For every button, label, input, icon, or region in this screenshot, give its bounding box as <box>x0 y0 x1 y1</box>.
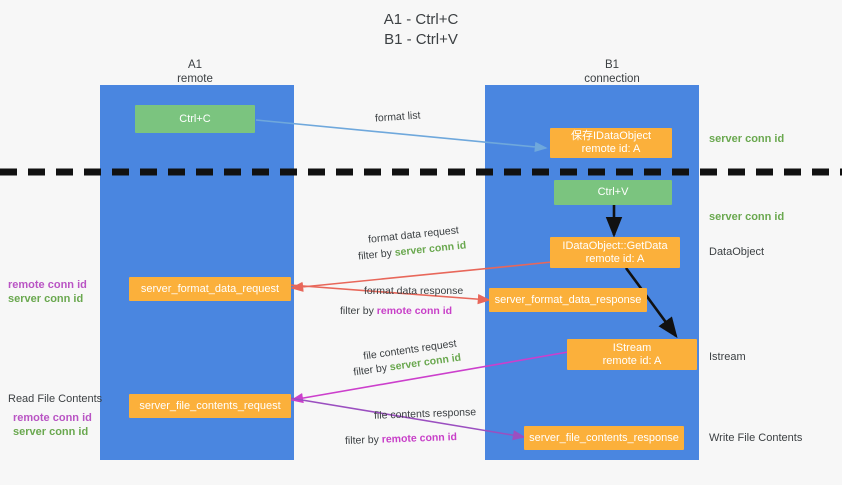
node-server-format-data-request[interactable]: server_format_data_request <box>129 277 291 301</box>
edge-label-file-contents-response: file contents response <box>373 406 477 422</box>
filter-prefix: filter by <box>340 305 377 317</box>
edge-label-file-contents-response-filter: filter by remote conn id <box>345 431 457 448</box>
node-getdata-line1: IDataObject::GetData <box>562 239 668 252</box>
column-header-a1-name: A1 <box>187 59 203 71</box>
node-istream[interactable]: IStream remote id: A <box>567 339 697 370</box>
node-idataobject-getdata[interactable]: IDataObject::GetData remote id: A <box>550 237 680 268</box>
node-server-file-contents-request[interactable]: server_file_contents_request <box>129 394 291 418</box>
edge-label-format-data-response: format data response <box>364 285 464 297</box>
node-server-format-data-response[interactable]: server_format_data_response <box>489 288 647 312</box>
node-server-file-contents-response[interactable]: server_file_contents_response <box>524 426 684 450</box>
node-server-file-contents-response-label: server_file_contents_response <box>529 431 679 444</box>
label-server-conn-id-top: server conn id <box>709 133 785 145</box>
filter-value-remote-conn-id: remote conn id <box>376 305 453 317</box>
column-header-b1-name: B1 <box>604 59 620 71</box>
label-server-conn-id-mid: server conn id <box>709 211 785 223</box>
filter-prefix: filter by <box>344 433 382 447</box>
node-getdata-line2: remote id: A <box>585 252 645 265</box>
node-server-file-contents-request-label: server_file_contents_request <box>139 399 281 412</box>
label-read-file-contents: Read File Contents <box>8 393 103 405</box>
node-ctrl-v-label: Ctrl+V <box>597 186 629 198</box>
node-ctrl-c-label: Ctrl+C <box>179 112 211 125</box>
label-conn-id-stack-2: remote conn id server conn id <box>13 411 92 439</box>
label-server-conn-id-2: server conn id <box>13 426 89 438</box>
node-ctrl-v[interactable]: Ctrl+V <box>554 180 672 205</box>
label-istream: Istream <box>709 351 746 363</box>
column-header-a1-sub: remote <box>177 73 213 85</box>
filter-value-remote-conn-id: remote conn id <box>381 431 458 446</box>
node-idataobject[interactable]: 保存IDataObject remote id: A <box>550 128 672 158</box>
filter-prefix: filter by <box>352 361 391 379</box>
edge-label-format-list: format list <box>374 109 421 125</box>
node-idataobject-line1: 保存IDataObject <box>570 130 652 142</box>
label-write-file-contents: Write File Contents <box>709 432 803 444</box>
node-istream-line1: IStream <box>612 341 652 354</box>
page-title: A1 - Ctrl+C B1 - Ctrl+V <box>383 11 459 48</box>
label-server-conn-id-1: server conn id <box>8 293 84 305</box>
filter-prefix: filter by <box>357 246 396 263</box>
node-server-format-data-response-label: server_format_data_response <box>494 293 642 306</box>
node-server-format-data-request-label: server_format_data_request <box>140 282 280 295</box>
label-dataobject: DataObject <box>709 246 765 258</box>
label-remote-conn-id-2: remote conn id <box>13 412 92 424</box>
node-istream-line2: remote id: A <box>602 354 662 367</box>
column-header-a1: A1 remote <box>115 58 275 86</box>
label-conn-id-stack-1: remote conn id server conn id <box>8 278 87 306</box>
node-idataobject-line2: remote id: A <box>581 143 641 155</box>
label-remote-conn-id-1: remote conn id <box>8 279 87 291</box>
edge-label-format-data-response-filter: filter by remote conn id <box>340 305 452 318</box>
node-ctrl-c[interactable]: Ctrl+C <box>135 105 255 133</box>
column-header-b1-sub: connection <box>584 73 640 85</box>
column-header-b1: B1 connection <box>532 58 692 86</box>
